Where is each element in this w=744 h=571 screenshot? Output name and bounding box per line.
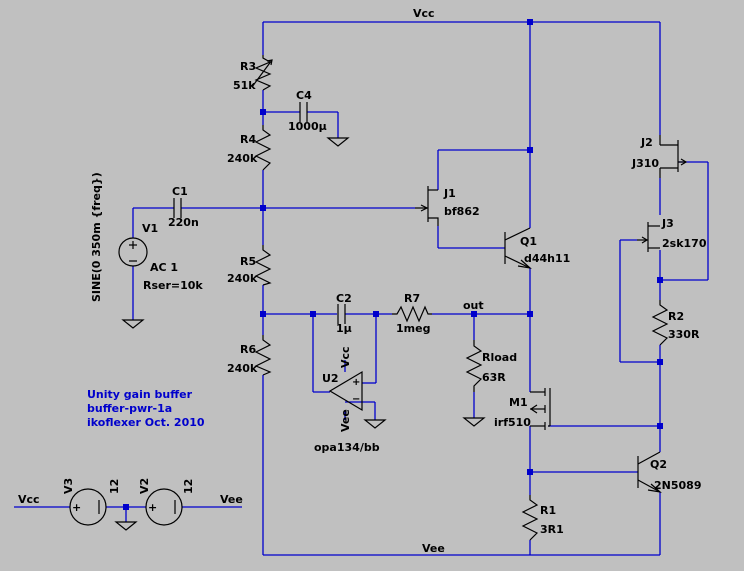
v1-source-expr: SINE(0 350m {freq}) <box>90 172 103 302</box>
u2-model: opa134/bb <box>314 441 380 454</box>
v2-source-symbol[interactable]: + <box>145 488 183 526</box>
v1-source-symbol[interactable] <box>118 237 148 267</box>
r1-value: 3R1 <box>540 523 564 536</box>
r5-resistor-symbol[interactable] <box>254 245 272 286</box>
r7-name: R7 <box>404 292 420 305</box>
net-label-vcc-top: Vcc <box>413 7 435 20</box>
r4-name: R4 <box>240 133 256 146</box>
c4-name: C4 <box>296 89 312 102</box>
q2-npn-transistor-symbol[interactable] <box>637 451 662 493</box>
u2-vee-label: Vee <box>339 409 352 432</box>
r3-value: 51k <box>233 79 256 92</box>
r3-resistor-symbol[interactable] <box>251 55 273 91</box>
c4-value: 1000µ <box>288 120 327 133</box>
r6-value: 240k <box>227 362 258 375</box>
r2-resistor-symbol[interactable] <box>651 300 669 346</box>
j3-jfet-symbol[interactable] <box>637 222 660 252</box>
v1-name: V1 <box>142 222 158 235</box>
rload-resistor-symbol[interactable] <box>465 340 483 392</box>
r5-name: R5 <box>240 255 256 268</box>
r1-resistor-symbol[interactable] <box>521 495 539 541</box>
opamp-plus-sign: + <box>352 377 360 388</box>
r4-resistor-symbol[interactable] <box>254 125 272 171</box>
q2-name: Q2 <box>650 458 667 471</box>
q1-npn-transistor-symbol[interactable] <box>504 227 532 269</box>
net-label-vee-right: Vee <box>220 493 243 506</box>
j1-jfet-symbol[interactable] <box>415 186 439 226</box>
v2-value: 12 <box>182 479 195 494</box>
c4-capacitor-symbol[interactable] <box>299 102 308 122</box>
rload-value: 63R <box>482 371 506 384</box>
opamp-minus-sign: − <box>352 394 360 405</box>
junction-dots <box>123 19 663 510</box>
c1-capacitor-symbol[interactable] <box>173 198 182 218</box>
c1-value: 220n <box>168 216 199 229</box>
comment-line-2: buffer-pwr-1a <box>87 402 172 415</box>
c2-name: C2 <box>336 292 352 305</box>
r5-value: 240k <box>227 272 258 285</box>
comment-line-3: ikoflexer Oct. 2010 <box>87 416 205 429</box>
rload-name: Rload <box>482 351 517 364</box>
u2-opamp-symbol[interactable]: + − <box>328 370 363 412</box>
v2-plus: + <box>148 501 157 514</box>
m1-model: irf510 <box>494 416 531 429</box>
m1-mosfet-symbol[interactable] <box>529 388 551 430</box>
c2-capacitor-symbol[interactable] <box>337 304 346 324</box>
q1-model: d44h11 <box>524 252 570 265</box>
c2-value: 1µ <box>336 322 352 335</box>
m1-name: M1 <box>509 396 528 409</box>
v1-rser: Rser=10k <box>143 279 203 292</box>
j1-model: bf862 <box>444 205 480 218</box>
r7-resistor-symbol[interactable] <box>392 305 432 323</box>
j3-name: J3 <box>661 217 674 230</box>
r3-name: R3 <box>240 60 256 73</box>
q2-model: 2N5089 <box>654 479 701 492</box>
u2-name: U2 <box>322 372 339 385</box>
r1-name: R1 <box>540 504 556 517</box>
r4-value: 240k <box>227 152 258 165</box>
r7-value: 1meg <box>396 322 430 335</box>
ground-symbols <box>114 137 486 531</box>
r6-resistor-symbol[interactable] <box>254 335 272 376</box>
j3-model: 2sk170 <box>662 237 707 250</box>
comment-line-1: Unity gain buffer <box>87 388 193 401</box>
v3-name: V3 <box>62 478 75 494</box>
v1-ac: AC 1 <box>150 261 178 274</box>
net-label-out: out <box>463 299 484 312</box>
u2-vcc-label: Vcc <box>339 346 352 368</box>
j2-model: J310 <box>631 157 659 170</box>
net-label-vcc-left: Vcc <box>18 493 40 506</box>
j1-name: J1 <box>443 187 456 200</box>
r6-name: R6 <box>240 343 256 356</box>
net-label-vee-bottom: Vee <box>422 542 445 555</box>
j2-name: J2 <box>640 136 653 149</box>
r2-value: 330R <box>668 328 700 341</box>
r2-name: R2 <box>668 310 684 323</box>
v3-value: 12 <box>108 479 121 494</box>
q1-name: Q1 <box>520 235 537 248</box>
v3-plus: + <box>72 501 81 514</box>
v2-name: V2 <box>138 478 151 494</box>
v3-source-symbol[interactable]: + <box>69 488 107 526</box>
c1-name: C1 <box>172 185 188 198</box>
wires <box>14 21 709 556</box>
j2-jfet-symbol[interactable] <box>659 135 688 178</box>
